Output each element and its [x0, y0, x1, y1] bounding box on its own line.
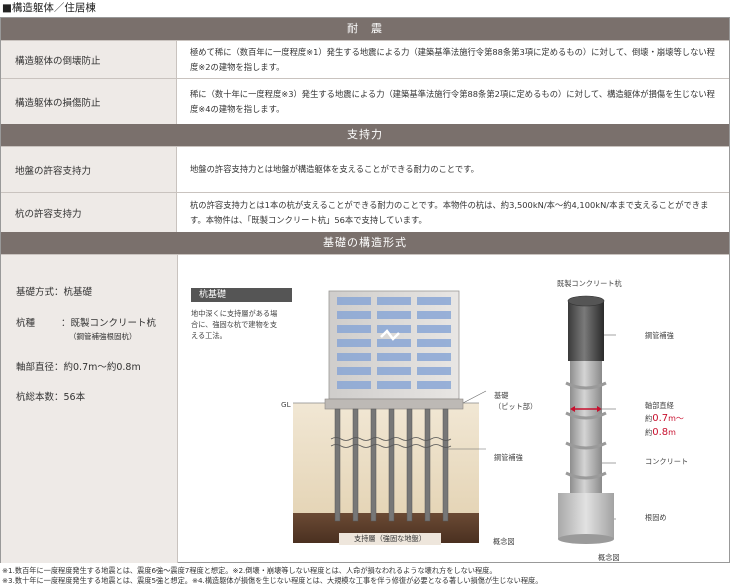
pile-foundation-diagram: [293, 290, 487, 543]
table-row-collapse-prevention: 構造躯体の倒壊防止 極めて稀に（数百年に一度程度※1）発生する地震による力（建築…: [1, 40, 729, 79]
concept-label-right: 概念図: [598, 553, 620, 562]
diagram-description-1: 地中深くに支持層がある場: [191, 309, 278, 318]
pile-diameter-label: 軸部直経: [645, 401, 674, 410]
table-row-ground-capacity: 地盤の許容支持力 地盤の許容支持力とは地盤が構造躯体を支えることができる耐力のこ…: [1, 146, 729, 193]
diagram-badge: 杭基礎: [191, 288, 292, 302]
pile-figure-title: 既製コンクリート杭: [557, 279, 622, 288]
table-row-damage-prevention: 構造躯体の損傷防止 稀に（数十年に一度程度※3）発生する地震による力（建築基準法…: [1, 78, 729, 125]
spec-pile-type-value: ：既製コンクリート杭: [61, 318, 157, 329]
spec-count: 杭総本数：56本: [16, 392, 86, 403]
row-text: 稀に（数十年に一度程度※3）発生する地震による力（建築基準法施行令第88条第2項…: [190, 89, 715, 114]
table-row-pile-capacity: 杭の許容支持力 杭の許容支持力とは1本の杭が支えることができる耐力のことです。本…: [1, 192, 729, 233]
foundation-spec-panel: [1, 255, 178, 563]
page-title: ■構造躯体／住居棟: [2, 2, 96, 14]
row-text: 極めて稀に（数百年に一度程度※1）発生する地震による力（建築基準法施行令第88条…: [190, 47, 715, 72]
concept-label-left: 概念図: [493, 537, 515, 546]
spec-pile-type-label: 杭種: [16, 318, 36, 329]
soil-area: [293, 403, 479, 531]
spec-method: 基礎方式：杭基礎: [16, 287, 93, 298]
footnotes: ※1.数百年に一度程度発生する地震とは、震度6強～震度7程度と想定。※2.倒壊・…: [2, 566, 542, 585]
pile-break-marks: [330, 437, 452, 448]
foundation-label: 基礎: [494, 391, 509, 400]
row-label: 構造躯体の損傷防止: [1, 79, 177, 125]
pile-steel-label: 鋼管補強: [645, 331, 674, 340]
concrete-pile-figure: [558, 295, 616, 544]
row-text: 杭の許容支持力とは1本の杭が支えることができる耐力のことです。本物件の杭は、約3…: [190, 200, 709, 225]
pile-diameter-max: 約0.8m: [645, 427, 676, 438]
foundation-pit: [324, 398, 464, 410]
piles: [334, 408, 449, 522]
section-header-bearing: 支持力: [1, 124, 729, 146]
footnote-2: ※3.数十年に一度程度発生する地震とは、震度5強と想定。※4.構造躯体が損傷を生…: [2, 575, 543, 585]
base-section: [558, 493, 614, 539]
pile-base-label: 根固め: [645, 513, 667, 522]
table-row-foundation: 基礎方式：杭基礎 杭種 ：既製コンクリート杭 （鋼管補強根固杭） 軸部直径：約0…: [1, 254, 729, 563]
section-header-seismic: 耐 震: [1, 18, 729, 40]
foundation-sub-label: （ピット部）: [494, 402, 538, 411]
support-layer-label: 支持層（強固な地盤）: [339, 533, 441, 545]
row-label: 地盤の許容支持力: [1, 147, 177, 193]
footnote-1: ※1.数百年に一度程度発生する地震とは、震度6強～震度7程度と想定。※2.倒壊・…: [2, 566, 497, 575]
spec-diameter: 軸部直径：約0.7m～約0.8m: [16, 362, 141, 373]
row-label: 構造躯体の倒壊防止: [1, 41, 177, 79]
structure-table: 耐 震 構造躯体の倒壊防止 極めて稀に（数百年に一度程度※1）発生する地震による…: [0, 17, 730, 563]
concrete-section: [570, 361, 602, 501]
row-label: 杭の許容支持力: [1, 193, 177, 233]
section-header-foundation: 基礎の構造形式: [1, 232, 729, 254]
pile-diameter-min: 約0.7m～: [645, 413, 684, 424]
steel-reinforcement-label: 鋼管補強: [494, 453, 523, 462]
building-windows: [337, 297, 451, 389]
rib-rings: [565, 381, 607, 480]
steel-pipe-section: [568, 301, 604, 361]
diagram-description-3: える工法。: [191, 331, 227, 340]
diagram-description-2: 合に、強固な杭で建物を支: [191, 320, 278, 329]
gl-label: GL: [281, 400, 291, 409]
spec-pile-type-sub: （鋼管補強根固杭）: [69, 332, 137, 341]
pile-concrete-label: コンクリート: [645, 457, 689, 466]
row-text: 地盤の許容支持力とは地盤が構造躯体を支えることができる耐力のことです。: [190, 164, 479, 174]
